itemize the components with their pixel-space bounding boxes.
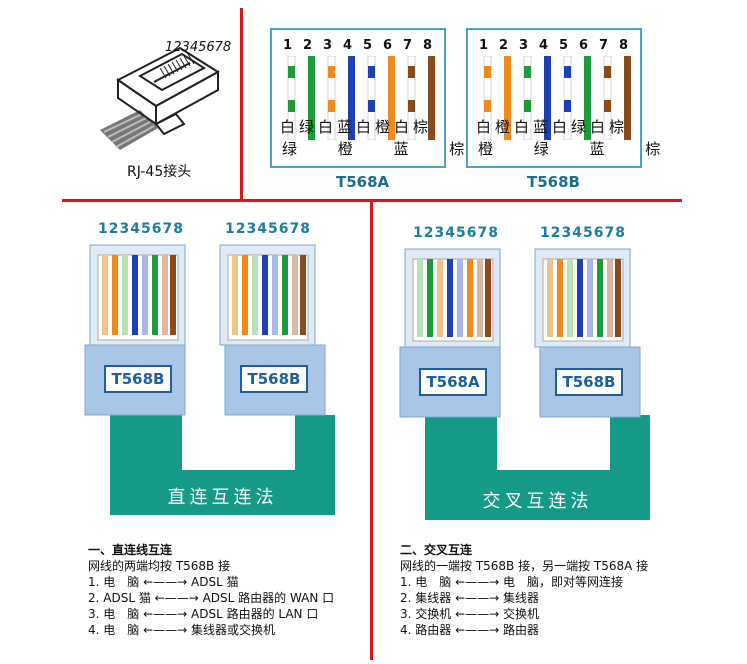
t568a-wires bbox=[282, 55, 442, 141]
straight-cable-label: 直连互连法 bbox=[167, 487, 278, 508]
t568a-pin-number: 1 bbox=[282, 38, 293, 53]
straight-left-label: T568B bbox=[104, 365, 172, 393]
straight-right-pin-numbers: 12345678 bbox=[225, 221, 311, 237]
t568a-row1: 白绿白蓝白橙白棕 bbox=[280, 118, 433, 136]
t568a-pin-number: 2 bbox=[302, 38, 313, 53]
t568a-title: T568A bbox=[336, 173, 390, 191]
notes-crossover-item: 4. 路由器 ←——→ 路由器 bbox=[400, 623, 540, 637]
t568b-pin-number: 8 bbox=[618, 38, 629, 53]
t568b-pin-number: 5 bbox=[558, 38, 569, 53]
rj45-pin-digits: 12345678 bbox=[165, 40, 232, 55]
t568b-row2: 橙 绿 蓝 棕 bbox=[478, 140, 679, 158]
straight-left-wires-icon bbox=[102, 255, 176, 335]
t568a-pin-number: 4 bbox=[342, 38, 353, 53]
t568b-title: T568B bbox=[527, 173, 580, 191]
notes-crossover-subtitle: 网线的一端按 T568B 接，另一端按 T568A 接 bbox=[400, 559, 649, 573]
crossover-diagram: 12345678 12345678 T568A T568B 交叉互连法 bbox=[395, 215, 680, 525]
t568b-pin-number: 7 bbox=[598, 38, 609, 53]
notes-straight-subtitle: 网线的两端均按 T568B 接 bbox=[88, 559, 231, 573]
t568b-wires bbox=[478, 55, 638, 141]
straight-cable bbox=[110, 415, 335, 515]
notes-straight-item: 1. 电 脑 ←——→ ADSL 猫 bbox=[88, 575, 239, 589]
t568b-pin-number: 6 bbox=[578, 38, 589, 53]
t568b-pin-number: 3 bbox=[518, 38, 529, 53]
notes-crossover-title: 二、交叉互连 bbox=[400, 543, 473, 557]
t568a-pin-number: 8 bbox=[422, 38, 433, 53]
crossover-right-wires-icon bbox=[547, 259, 621, 337]
t568b-pin-number: 1 bbox=[478, 38, 489, 53]
t568a-pin-number: 3 bbox=[322, 38, 333, 53]
crossover-left-pin-numbers: 12345678 bbox=[413, 225, 499, 241]
notes-crossover-item: 3. 交换机 ←——→ 交换机 bbox=[400, 607, 540, 621]
notes-straight-item: 4. 电 脑 ←——→ 集线器或交换机 bbox=[88, 623, 276, 637]
crossover-right-label: T568B bbox=[555, 368, 623, 396]
notes-straight-item: 3. 电 脑 ←——→ ADSL 路由器的 LAN 口 bbox=[88, 607, 319, 621]
rj45-plug-icon bbox=[116, 46, 220, 136]
t568a-pin-number: 5 bbox=[362, 38, 373, 53]
t568b-pin-number: 2 bbox=[498, 38, 509, 53]
t568b-pin-number: 4 bbox=[538, 38, 549, 53]
t568b-row1: 白橙白蓝白绿白棕 bbox=[476, 118, 629, 136]
crossover-left-label: T568A bbox=[419, 368, 487, 396]
notes-straight-item: 2. ADSL 猫 ←——→ ADSL 路由器的 WAN 口 bbox=[88, 591, 335, 605]
notes-crossover: 二、交叉互连 网线的一端按 T568B 接，另一端按 T568A 接 1. 电 … bbox=[400, 542, 700, 638]
divider-vertical-bottom bbox=[370, 200, 373, 660]
t568a-pin-number: 6 bbox=[382, 38, 393, 53]
rj45-cable-icon bbox=[100, 110, 158, 150]
rj45-illustration bbox=[80, 20, 240, 180]
crossover-left-wires-icon bbox=[417, 259, 491, 337]
t568a-pin-number: 7 bbox=[402, 38, 413, 53]
crossover-cable-label: 交叉互连法 bbox=[482, 491, 593, 512]
divider-vertical-top bbox=[240, 8, 243, 200]
notes-crossover-item: 1. 电 脑 ←——→ 电 脑，即对等网连接 bbox=[400, 575, 624, 589]
t568a-row2: 绿 橙 蓝 棕 bbox=[282, 140, 483, 158]
straight-left-pin-numbers: 12345678 bbox=[98, 221, 184, 237]
notes-straight-title: 一、直连线互连 bbox=[88, 543, 173, 557]
straight-right-label: T568B bbox=[240, 365, 308, 393]
straight-diagram: 12345678 12345678 T568B T568B bbox=[80, 215, 365, 525]
straight-right-wires-icon bbox=[232, 255, 306, 335]
notes-straight: 一、直连线互连 网线的两端均按 T568B 接 1. 电 脑 ←——→ ADSL… bbox=[88, 542, 368, 638]
rj45-caption: RJ-45接头 bbox=[127, 164, 192, 180]
notes-crossover-item: 2. 集线器 ←——→ 集线器 bbox=[400, 591, 540, 605]
crossover-right-pin-numbers: 12345678 bbox=[540, 225, 626, 241]
crossover-cable bbox=[425, 415, 650, 520]
